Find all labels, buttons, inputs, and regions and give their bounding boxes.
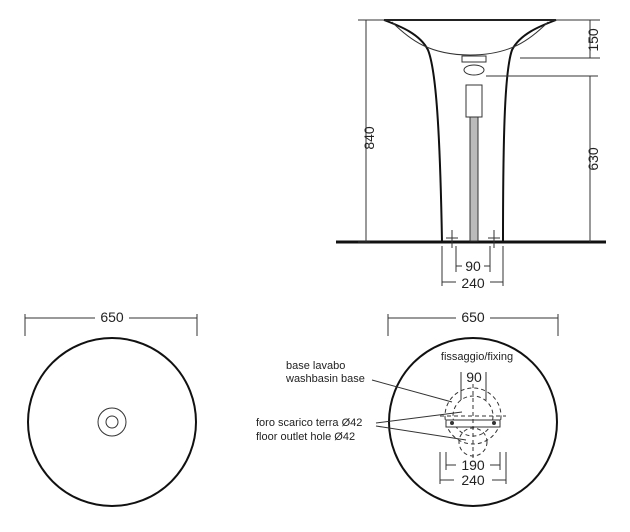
bowl-inner (391, 21, 549, 56)
outlet-label-it: foro scarico terra Ø42 (256, 417, 362, 429)
dim-height-total: 840 (361, 126, 377, 150)
dim-inner-plan: 190 (461, 457, 485, 473)
outlet-leader-2 (375, 425, 467, 441)
fixing-label: fissaggio/fixing (441, 351, 513, 363)
washbasin-outline (383, 19, 557, 243)
drain-inner-circle (105, 415, 119, 429)
elevation-view: 840 150 630 90 240 (336, 19, 606, 291)
base-label-it: base lavabo (286, 360, 345, 372)
dim-bowl: 150 (585, 28, 601, 52)
base-leader (371, 379, 453, 403)
waste-ring (463, 64, 485, 76)
fixing-marks (446, 230, 500, 248)
waste-pipe (469, 116, 479, 242)
dim-fixing-elev: 90 (465, 258, 481, 274)
waste-body (465, 84, 483, 118)
waste-plug (461, 55, 487, 63)
dim-base-plan: 240 (461, 472, 485, 488)
outlet-leader-1 (375, 411, 463, 424)
base-label-en: washbasin base (285, 373, 365, 385)
dim-outlet-height: 630 (585, 147, 601, 171)
dim-width-right: 650 (461, 309, 485, 325)
plan-view-right: 650 fissaggio/fixing 90 190 240 base lav… (256, 308, 559, 507)
plan-view-left: 650 (24, 308, 198, 507)
dim-width-left: 650 (100, 309, 124, 325)
outlet-label-en: floor outlet hole Ø42 (256, 431, 355, 443)
dim-base-elev: 240 (461, 275, 485, 291)
dim-fixing-plan: 90 (466, 369, 482, 385)
